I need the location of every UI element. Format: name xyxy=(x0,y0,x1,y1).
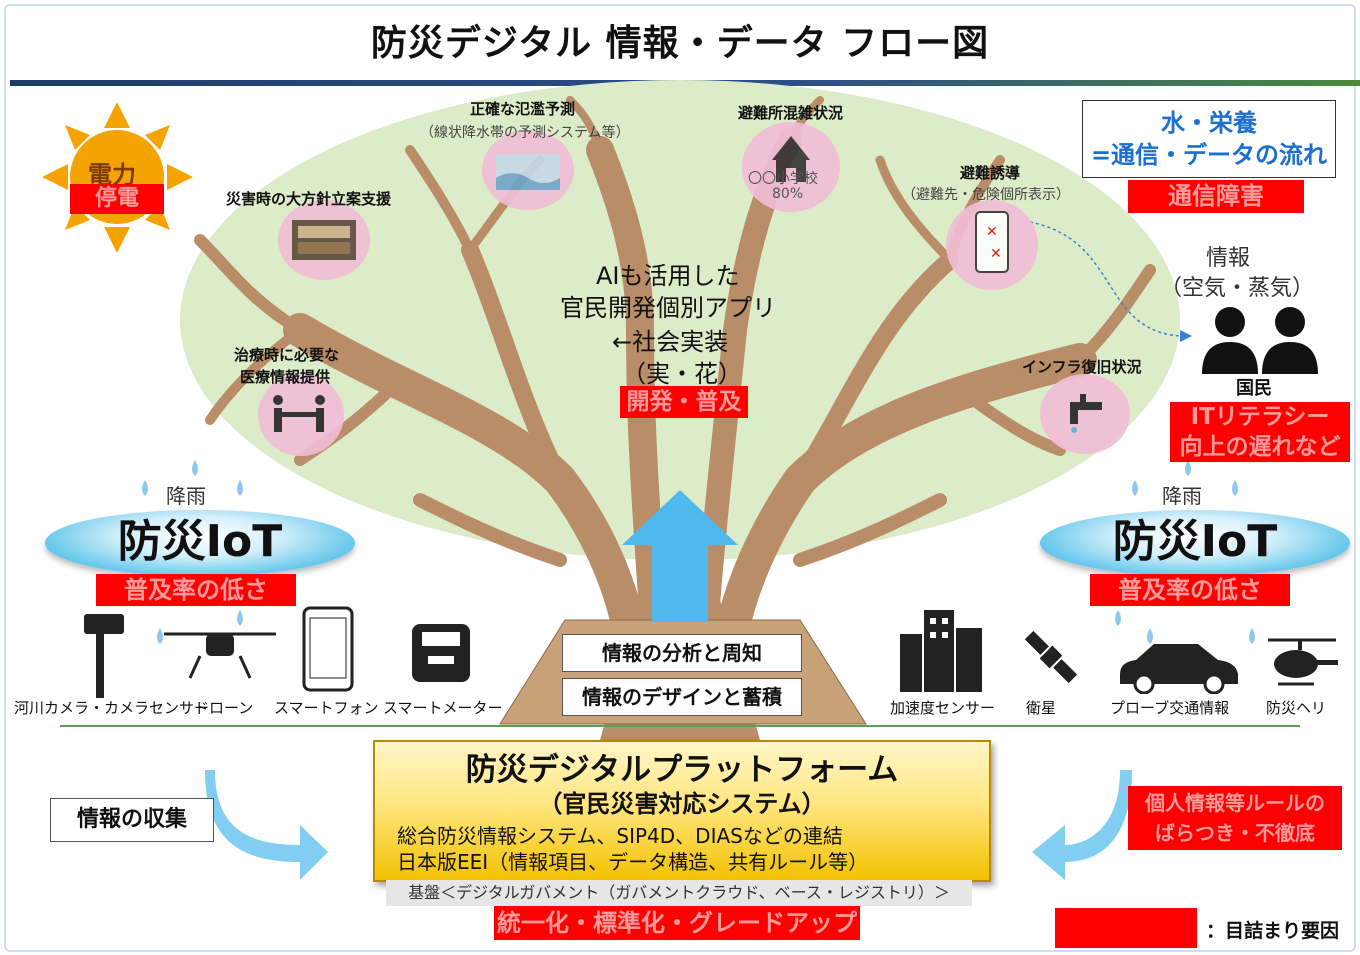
legend-bottleneck-label: ：目詰まり要因 xyxy=(1206,920,1340,942)
info-air-line2: （空気・蒸気） xyxy=(1160,276,1315,301)
flood-icon xyxy=(496,154,560,190)
citizens-icon xyxy=(1202,307,1318,374)
shelter-title: 避難所混雑状況 xyxy=(738,104,844,122)
infra-title: インフラ復旧状況 xyxy=(1022,358,1142,376)
evac-title: 避難誘導 xyxy=(960,164,1021,182)
shelter-inner-name: 〇〇小学校 xyxy=(748,171,818,187)
flood-subtitle: （線状降水帯の予測システム等） xyxy=(420,125,630,141)
iot-left-badge: 普及率の低さ xyxy=(96,574,296,606)
device-label-drone: ドローン xyxy=(194,699,254,717)
standardize-badge: 統一化・標準化・グレードアップ xyxy=(494,906,860,940)
outage-badge: 停電 xyxy=(70,184,164,214)
medical-bubble xyxy=(258,374,344,456)
legend-swatch xyxy=(1055,908,1197,948)
stretcher-icon xyxy=(273,395,325,432)
building-sensor-icon xyxy=(900,610,982,692)
meeting-room-icon xyxy=(292,220,356,260)
flow-arrowhead-icon xyxy=(1180,330,1192,342)
smart-meter-icon xyxy=(412,624,470,682)
design-storage-box: 情報のデザインと蓄積 xyxy=(562,678,802,716)
flood-bubble xyxy=(482,130,574,210)
satellite-icon xyxy=(1024,630,1078,684)
platform-subtitle: （官民災害対応システム） xyxy=(538,790,826,818)
helicopter-icon xyxy=(1268,638,1338,686)
platform-title: 防災デジタルプラットフォーム xyxy=(465,752,899,788)
device-label-accelerometer: 加速度センサー xyxy=(890,699,996,717)
center-text-line3: ←社会実装 xyxy=(612,328,729,356)
platform-line1: 総合防災情報システム、SIP4D、DIASなどの連結 xyxy=(397,824,843,848)
device-label-probe-traffic: プローブ交通情報 xyxy=(1110,699,1230,717)
device-label-satellite: 衛星 xyxy=(1026,699,1057,717)
it-literacy-badge: ITリテラシー 向上の遅れなど xyxy=(1170,402,1350,462)
privacy-rules-line2: ばらつき・不徹底 xyxy=(1155,821,1315,845)
collect-label-box: 情報の収集 xyxy=(50,798,214,842)
up-arrow-icon xyxy=(622,490,738,622)
device-label-smartphone: スマートフォン xyxy=(274,699,379,717)
comm-failure-badge: 通信障害 xyxy=(1128,180,1304,213)
policy-bubble xyxy=(278,200,370,280)
iot-right-oval: 防災IoT xyxy=(1040,510,1350,576)
outer-frame xyxy=(4,4,1356,952)
smartphone-map-icon: ✕✕ xyxy=(975,211,1009,273)
page-title: 防災デジタル 情報・データ フロー図 xyxy=(370,23,990,64)
device-label-river-camera: 河川カメラ・カメラセンサー xyxy=(14,699,210,717)
it-literacy-line1: ITリテラシー xyxy=(1190,404,1330,430)
water-legend-line1: 水・栄養 xyxy=(1161,109,1257,137)
iot-left-oval: 防災IoT xyxy=(45,510,355,576)
privacy-rules-badge: 個人情報等ルールの ばらつき・不徹底 xyxy=(1128,786,1342,850)
drone-icon xyxy=(164,632,276,679)
water-legend-line2: =通信・データの流れ xyxy=(1090,141,1328,169)
medical-line1: 治療時に必要な xyxy=(234,346,340,364)
water-legend-box: 水・栄養 =通信・データの流れ xyxy=(1082,100,1336,178)
shelter-bubble xyxy=(742,122,840,212)
citizens-label: 国民 xyxy=(1236,378,1272,399)
infra-bubble xyxy=(1040,374,1130,454)
develop-spread-badge: 開発・普及 xyxy=(620,386,748,418)
base-government-bar: 基盤＜デジタルガバメント（ガバメントクラウド、ベース・レジストリ）＞ xyxy=(386,880,972,906)
shelter-inner-percent: 80% xyxy=(772,186,804,202)
iot-right-badge: 普及率の低さ xyxy=(1090,574,1290,606)
svg-text:✕: ✕ xyxy=(986,224,998,240)
evac-subtitle: （避難先・危険個所表示） xyxy=(902,187,1070,203)
policy-title: 災害時の大方針立案支援 xyxy=(226,190,392,208)
it-literacy-line2: 向上の遅れなど xyxy=(1179,434,1341,460)
platform-line2: 日本版EEI（情報項目、データ構造、共有ルール等） xyxy=(397,850,869,874)
platform-box: 防災デジタルプラットフォーム （官民災害対応システム） 総合防災情報システム、S… xyxy=(373,740,991,882)
raindrops xyxy=(142,460,1255,644)
collect-arrow-left-icon xyxy=(205,770,328,880)
smartphone-icon xyxy=(302,606,354,692)
center-text-line1: AIも活用した xyxy=(596,262,740,290)
device-label-smart-meter: スマートメーター xyxy=(383,699,503,717)
privacy-rules-line1: 個人情報等ルールの xyxy=(1145,791,1325,815)
device-label-helicopter: 防災ヘリ xyxy=(1266,699,1327,717)
flood-title: 正確な氾濫予測 xyxy=(470,100,576,118)
faucet-icon xyxy=(1070,394,1102,433)
school-icon xyxy=(772,136,810,182)
rain-right-label: 降雨 xyxy=(1162,484,1202,508)
river-camera-icon xyxy=(84,614,124,698)
evac-bubble: ✕✕ xyxy=(946,200,1038,290)
center-text-line2: 官民開発個別アプリ xyxy=(560,294,776,322)
info-air-line1: 情報 xyxy=(1206,246,1251,271)
flow-dotted-arrow xyxy=(1029,221,1181,337)
svg-text:✕: ✕ xyxy=(990,246,1002,262)
rain-left-label: 降雨 xyxy=(166,484,206,508)
center-text-line4: （実・花） xyxy=(622,360,742,388)
collect-arrow-right-icon xyxy=(1032,770,1132,880)
car-icon xyxy=(1120,644,1238,694)
medical-line2: 医療情報提供 xyxy=(240,368,331,386)
tree-canopy xyxy=(180,80,1180,560)
analysis-notice-box: 情報の分析と周知 xyxy=(562,634,802,672)
